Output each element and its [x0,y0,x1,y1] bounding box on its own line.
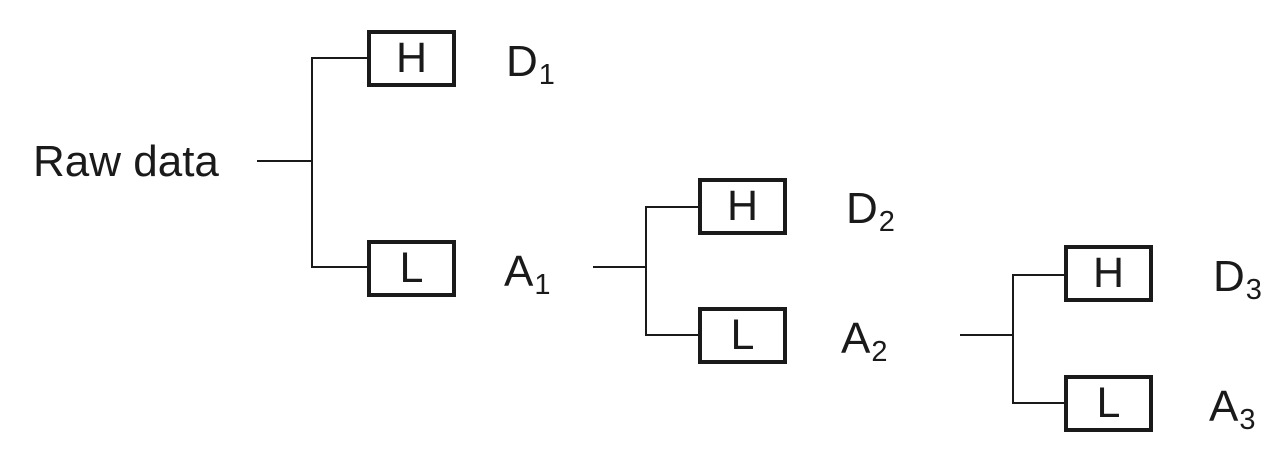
level3-input-connector [960,334,1013,336]
label-subscript: 3 [1239,404,1256,437]
root-label: Raw data [33,137,219,186]
level3-fork-line [1012,274,1014,404]
label-base: A [841,314,871,363]
level1-low-pass-box: L [367,240,456,297]
level2-detail-label: D2 [846,184,895,237]
level1-input-connector [257,160,312,162]
level1-high-branch-line [311,57,367,59]
level3-approx-label: A3 [1209,382,1256,435]
level3-high-pass-box: H [1064,245,1153,302]
level2-high-pass-label: H [726,182,759,230]
level3-low-branch-line [1012,402,1065,404]
label-base: D [506,37,538,86]
label-subscript: 3 [1245,274,1262,307]
label-base: D [1213,252,1245,301]
level2-approx-label: A2 [841,314,888,367]
level2-low-pass-box: L [698,307,787,364]
level3-high-branch-line [1012,274,1065,276]
level1-fork-line [311,57,313,268]
level3-low-pass-label: L [1096,379,1121,427]
label-base: A [504,247,534,296]
level3-detail-label: D3 [1213,252,1262,305]
level3-high-pass-label: H [1092,249,1125,297]
label-subscript: 2 [878,206,895,239]
label-subscript: 1 [534,269,551,302]
level2-low-pass-label: L [730,311,755,359]
level2-fork-line [645,206,647,336]
level2-high-pass-box: H [698,178,787,235]
level2-input-connector [593,266,646,268]
level2-high-branch-line [645,206,698,208]
level1-high-pass-label: H [395,34,428,82]
label-base: A [1209,382,1239,431]
label-base: D [846,184,878,233]
level3-low-pass-box: L [1064,375,1153,432]
label-subscript: 2 [871,336,888,369]
level2-low-branch-line [645,334,698,336]
level1-low-branch-line [311,266,367,268]
level1-detail-label: D1 [506,37,555,90]
label-subscript: 1 [538,59,555,92]
level1-approx-label: A1 [504,247,551,300]
level1-low-pass-label: L [399,244,424,292]
level1-high-pass-box: H [367,30,456,87]
